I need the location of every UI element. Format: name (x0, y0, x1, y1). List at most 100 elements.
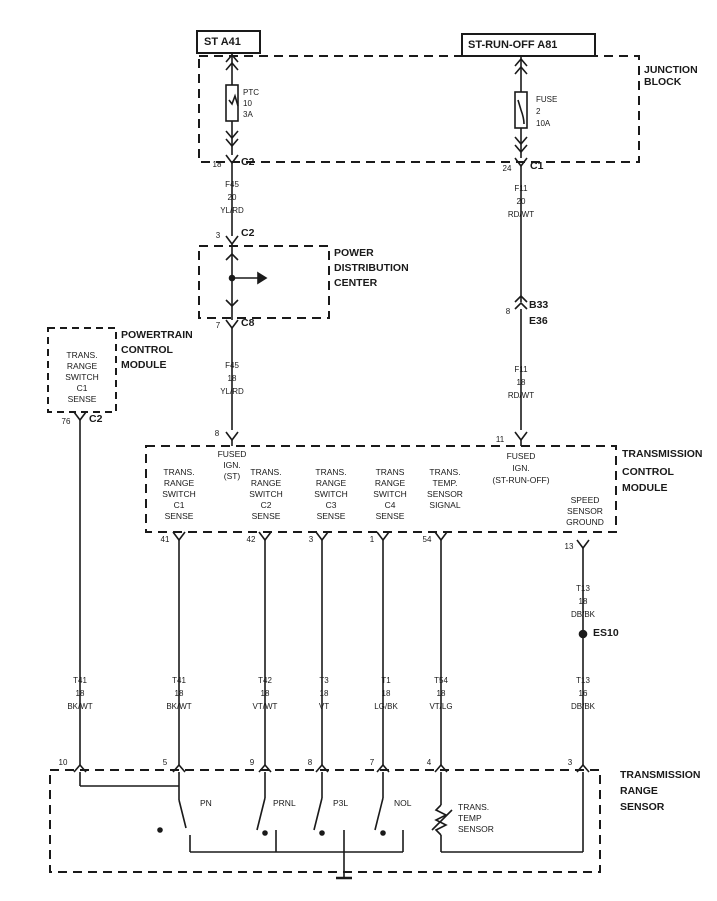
pdc-title-3: CENTER (334, 277, 378, 289)
tcm-temp-2: TEMP. (432, 478, 458, 488)
wire-b6-gauge: 16 (578, 689, 588, 698)
tcm-c1-2: RANGE (163, 478, 195, 488)
tcm-fused-run-2: IGN. (512, 463, 530, 473)
pcm-fn-3: SWITCH (65, 372, 99, 382)
pcm-title-1: POWERTRAIN (121, 329, 193, 341)
tcm-title-3: MODULE (622, 482, 668, 494)
wire-b1-color: BK/WT (166, 702, 192, 711)
wire-f45-20-gauge: 20 (227, 193, 237, 202)
tcm-c4-4: C4 (384, 500, 396, 510)
tcm-c3-5: SENSE (316, 511, 346, 521)
tcm-c4-1: TRANS (375, 467, 405, 477)
tcm-c2-4: C2 (260, 500, 272, 510)
trs-pin-3: 3 (567, 758, 573, 767)
trs-pin-8: 8 (307, 758, 313, 767)
tcm-c2-1: TRANS. (250, 467, 282, 477)
tcm-title-2: CONTROL (622, 466, 674, 478)
pcm-fn-1: TRANS. (66, 350, 98, 360)
wire-b5-gauge: 18 (436, 689, 446, 698)
trs-pin-4: 4 (426, 758, 432, 767)
wire-b0-circuit: T41 (73, 676, 87, 685)
wire-b5-circuit: T54 (434, 676, 448, 685)
tcm-pin-54: 54 (422, 535, 432, 544)
trs-temp-2: TEMP (458, 813, 482, 823)
tcm-pin-fused-run: 11 (495, 435, 505, 444)
wire-b0-color: BK/WT (67, 702, 93, 711)
pdc-conn-top: C2 (241, 227, 255, 239)
wire-b3-color: VT (318, 702, 330, 711)
wire-f11-20-color: RD/WT (507, 210, 535, 219)
trs-pin-9: 9 (249, 758, 255, 767)
es10-splice (578, 629, 588, 639)
trs-pin-5: 5 (162, 758, 168, 767)
tcm-c1-5: SENSE (164, 511, 194, 521)
wire-b6-color: DB/BK (570, 702, 596, 711)
junction-block-outline (198, 55, 640, 163)
wire-b2-color: VT/WT (252, 702, 278, 711)
wire-f11-20-gauge: 20 (516, 197, 526, 206)
pcm-pin: 76 (61, 417, 71, 426)
wire-t13-18-color: DB/BK (570, 610, 596, 619)
pdc-title-2: DISTRIBUTION (334, 262, 409, 274)
wire-t13-18-gauge: 18 (578, 597, 588, 606)
st-run-off-label: ST-RUN-OFF A81 (468, 39, 558, 51)
pdc-pin-bottom: 7 (215, 321, 221, 330)
trs-temp-3: SENSOR (458, 824, 494, 834)
jb-conn-right: C1 (530, 160, 544, 172)
trs-pin-10: 10 (58, 758, 68, 767)
wire-f45-20-color: YL/RD (220, 206, 244, 215)
jb-conn-left: C2 (241, 156, 255, 168)
wire-t13-18-circuit: T13 (576, 584, 590, 593)
tcm-temp-3: SENSOR (427, 489, 463, 499)
pcm-outline (47, 327, 117, 413)
wire-f45-18-circuit: F45 (225, 361, 239, 370)
wire-b2-circuit: T42 (258, 676, 272, 685)
tcm-c4-3: SWITCH (373, 489, 407, 499)
tcm-pin-fused-st: 8 (214, 429, 220, 438)
tcm-pin-3: 3 (308, 535, 314, 544)
wire-b4-gauge: 18 (381, 689, 391, 698)
wire-f11-20-circuit: F11 (514, 184, 528, 193)
wire-b1-circuit: T41 (172, 676, 186, 685)
tcm-c3-3: SWITCH (314, 489, 348, 499)
ptc-label-2: 10 (243, 99, 252, 108)
trs-outline (49, 769, 601, 873)
jb-pin-left: 18 (212, 160, 222, 169)
tcm-speed-3: GROUND (566, 517, 604, 527)
wire-b6-circuit: T13 (576, 676, 590, 685)
trs-title-2: RANGE (620, 785, 658, 797)
tcm-pin-1: 1 (369, 535, 375, 544)
tcm-c3-1: TRANS. (315, 467, 347, 477)
trs-switch-pn: PN (200, 798, 212, 808)
wire-b4-circuit: T1 (381, 676, 391, 685)
tcm-fused-run-1: FUSED (506, 451, 536, 461)
tcm-fused-st-3: (ST) (223, 471, 241, 481)
tcm-fused-st-2: IGN. (223, 460, 241, 470)
ptc-label-3: 3A (243, 110, 253, 119)
st-a41-label: ST A41 (204, 36, 241, 48)
tcm-c2-5: SENSE (251, 511, 281, 521)
fuse-label-1: FUSE (536, 95, 558, 104)
pcm-title-3: MODULE (121, 359, 167, 371)
tcm-speed-2: SENSOR (567, 506, 603, 516)
tcm-c3-4: C3 (325, 500, 337, 510)
trs-switch-prnl: PRNL (273, 798, 296, 808)
st-run-off-box (461, 33, 596, 57)
tcm-pin-13: 13 (564, 542, 574, 551)
pcm-conn: C2 (89, 413, 103, 425)
trs-temp-1: TRANS. (458, 802, 490, 812)
trs-title-1: TRANSMISSION (620, 769, 701, 781)
splice-label: ES10 (593, 627, 619, 639)
tcm-c1-3: SWITCH (162, 489, 196, 499)
pcm-fn-4: C1 (76, 383, 88, 393)
wire-f45-20-circuit: F45 (225, 180, 239, 189)
trs-pin-7: 7 (369, 758, 375, 767)
tcm-c4-2: RANGE (374, 478, 406, 488)
pcm-title-2: CONTROL (121, 344, 173, 356)
pcm-fn-2: RANGE (66, 361, 98, 371)
tcm-fused-run-3: (ST-RUN-OFF) (492, 475, 550, 485)
tcm-c2-2: RANGE (250, 478, 282, 488)
wire-b3-circuit: T3 (319, 676, 329, 685)
tcm-speed-1: SPEED (570, 495, 600, 505)
